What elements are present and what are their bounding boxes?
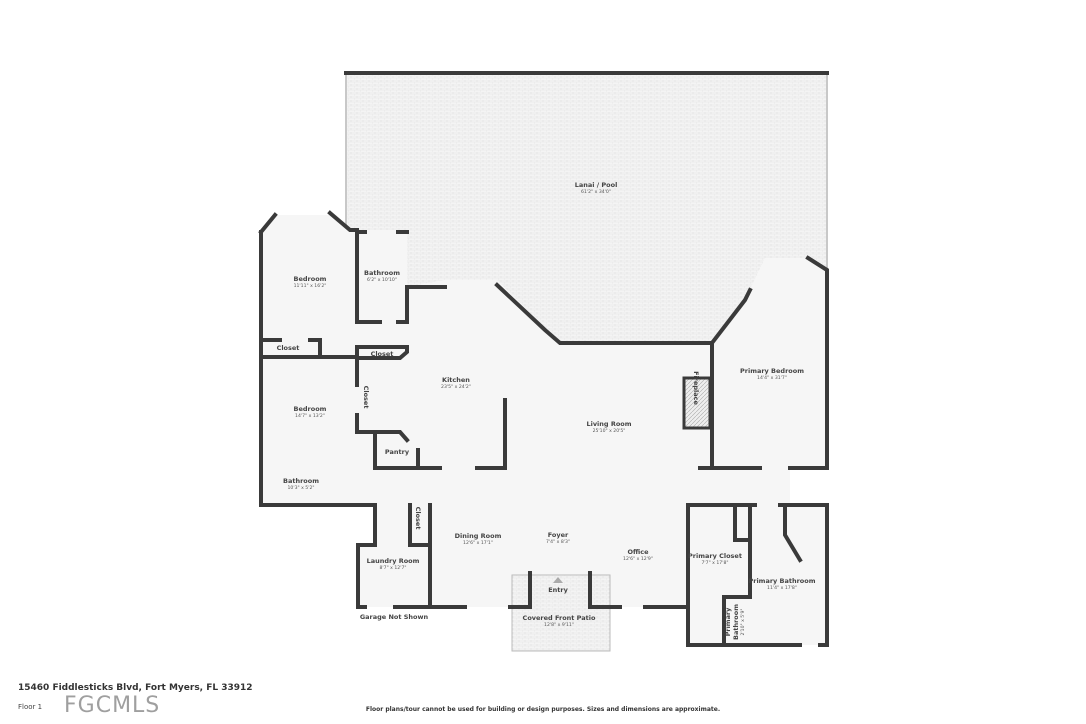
closet4-label: Closet [414,507,422,530]
primary-bedroom-label: Primary Bedroom [740,367,804,375]
bathroom2-dim: 10'3" x 5'2" [287,485,314,491]
fireplace-label: Fireplace [692,371,700,405]
floor-label: Floor 1 [18,703,43,711]
primary-bathroom-label: Primary Bathroom [748,577,815,585]
bathroom1-dim: 6'2" x 10'10" [367,277,397,283]
disclaimer: Floor plans/tour cannot be used for buil… [365,706,721,713]
bedroom2-label: Bedroom [294,405,327,413]
bedroom2-dim: 14'7" x 13'2" [295,413,325,419]
closet3-label: Closet [362,386,370,409]
primary-bathroom-small-label2: Bathroom [732,604,740,640]
lanai-area [346,73,827,343]
mls-watermark: FGCMLS [64,693,161,718]
entry-label: Entry [548,586,568,594]
pantry-label: Pantry [385,448,410,456]
laundry-label: Laundry Room [367,557,420,565]
patio-label: Covered Front Patio [523,614,596,622]
dining-dim: 12'6" x 17'1" [463,540,493,546]
closet2-label: Closet [371,350,394,358]
primary-bedroom-dim: 14'4" x 31'7" [757,375,787,381]
laundry-dim: 8'7" x 12'7" [379,565,406,571]
bedroom1-dim: 11'11" x 16'2" [294,283,327,289]
property-address: 15460 Fiddlesticks Blvd, Fort Myers, FL … [18,683,253,693]
office-dim: 12'6" x 12'9" [623,556,653,562]
fireplace-block [682,376,712,430]
office-label: Office [627,548,649,556]
lanai-dim: 61'2" x 34'0" [581,189,611,195]
foyer-dim: 7'4" x 8'3" [546,539,570,545]
kitchen-label: Kitchen [442,376,470,384]
primary-closet-dim: 7'7" x 17'8" [701,560,728,566]
closet1-label: Closet [277,344,300,352]
bathroom2-label: Bathroom [283,477,319,485]
dining-label: Dining Room [455,532,502,540]
bathroom1-label: Bathroom [364,269,400,277]
living-dim: 25'10" x 20'5" [593,428,626,434]
garage-note: Garage Not Shown [360,613,429,621]
patio-dim: 12'8" x 9'11" [544,622,574,628]
primary-bathroom-small-dim: 2'10" x 5'9" [740,608,746,635]
bedroom1-label: Bedroom [294,275,327,283]
primary-bathroom-small-label1: Primary [724,607,732,637]
room-labels: Lanai / Pool 61'2" x 34'0" Bedroom 11'11… [277,181,816,640]
entry-arrow-icon [553,577,563,583]
walls [258,210,829,647]
lanai-label: Lanai / Pool [575,181,618,189]
primary-bathroom-dim: 11'4" x 17'8" [767,585,797,591]
foyer-label: Foyer [548,531,569,539]
living-label: Living Room [586,420,631,428]
primary-closet-label: Primary Closet [688,552,742,560]
kitchen-dim: 23'5" x 24'2" [441,384,471,390]
